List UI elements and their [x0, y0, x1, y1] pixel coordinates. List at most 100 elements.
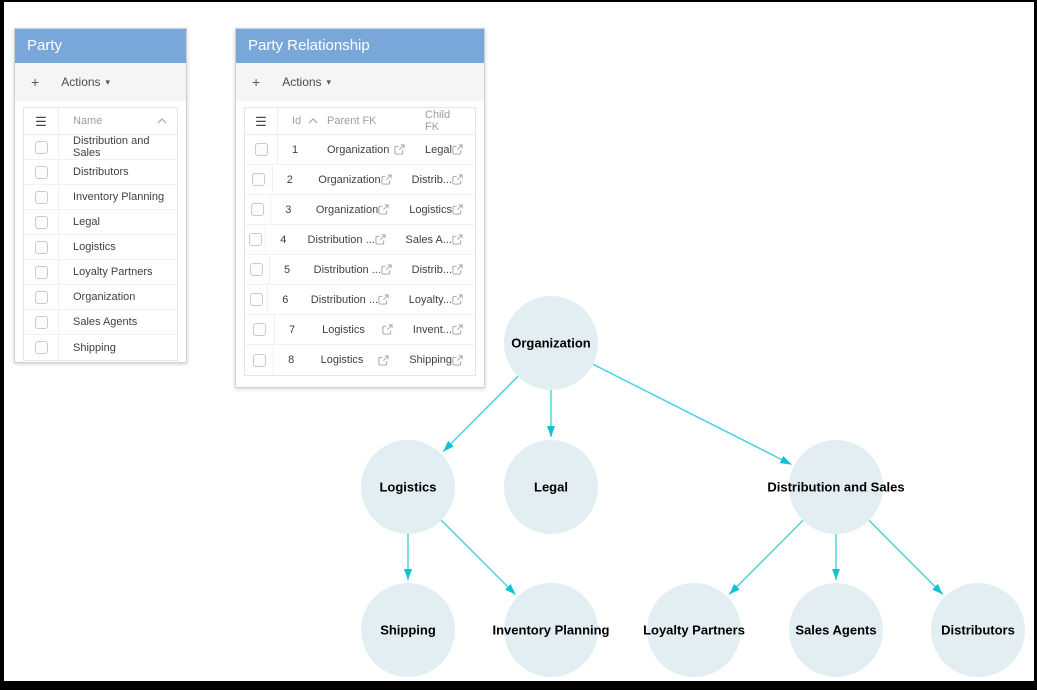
edge-logistics-to-inventory_planning [440, 519, 517, 596]
parent-fk-value: Organization [318, 173, 381, 186]
table-row[interactable]: 6 Distribution ... Loyalty... [245, 285, 475, 315]
party-panel-title: Party [15, 29, 186, 63]
id-cell: 5 [268, 255, 300, 284]
id-cell: 4 [265, 225, 293, 254]
table-row[interactable]: Sales Agents [24, 310, 177, 335]
parent-fk-value: Distribution ... [307, 233, 375, 246]
node-sales_agents[interactable] [789, 583, 883, 677]
party-name-cell: Distributors [58, 160, 177, 184]
name-column-header[interactable]: Name [58, 108, 177, 134]
row-checkbox[interactable] [34, 265, 48, 279]
row-checkbox[interactable] [250, 263, 264, 276]
node-distributors[interactable] [931, 583, 1025, 677]
row-checkbox[interactable] [252, 353, 266, 367]
row-checkbox[interactable] [254, 143, 268, 156]
add-record-button[interactable]: + [252, 74, 261, 90]
party-name-cell: Logistics [58, 235, 177, 259]
actions-dropdown-button[interactable]: Actions ▾ [282, 76, 331, 88]
party-name-cell: Legal [58, 210, 177, 234]
relationship-toolbar: + Actions ▾ [236, 63, 484, 101]
child-fk-column-header[interactable]: Child FK [417, 108, 475, 134]
row-checkbox[interactable] [34, 341, 48, 354]
party-relationship-panel-title: Party Relationship [236, 29, 484, 63]
node-shipping[interactable] [361, 583, 455, 677]
table-row[interactable]: 7 Logistics Invent... [245, 315, 475, 345]
actions-label: Actions [61, 75, 101, 89]
row-checkbox[interactable] [34, 240, 48, 254]
row-checkbox[interactable] [34, 315, 48, 329]
party-relationship-panel: Party Relationship + Actions ▾ ☰ Id Pare… [235, 28, 485, 388]
table-row[interactable]: 2 Organization Distrib... [245, 165, 475, 195]
node-loyalty_partners[interactable] [647, 583, 741, 677]
node-label-sales_agents: Sales Agents [795, 623, 876, 638]
parent-fk-value: Distribution ... [313, 263, 381, 276]
node-organization[interactable] [504, 296, 598, 390]
parent-fk-value: Distribution ... [310, 293, 378, 306]
id-cell: 2 [271, 165, 305, 194]
child-fk-value: Distrib... [411, 173, 452, 186]
child-fk-value: Legal [425, 143, 452, 156]
node-label-distributors: Distributors [941, 623, 1015, 638]
party-toolbar: + Actions ▾ [15, 63, 186, 101]
dropdown-arrow-icon: ▾ [105, 76, 111, 87]
id-cell: 6 [267, 285, 297, 314]
row-checkbox[interactable] [34, 140, 48, 154]
node-label-distribution_and_sales: Distribution and Sales [767, 480, 904, 495]
party-name-cell: Organization [58, 285, 177, 309]
table-row[interactable]: 3 Organization Logistics [245, 195, 475, 225]
table-row[interactable]: 5 Distribution ... Distrib... [245, 255, 475, 285]
row-checkbox[interactable] [253, 323, 267, 336]
parent-fk-column-header[interactable]: Parent FK [313, 108, 417, 134]
table-row[interactable]: Shipping [24, 335, 177, 360]
child-fk-value: Shipping [409, 354, 453, 366]
node-inventory_planning[interactable] [504, 583, 598, 677]
row-checkbox[interactable] [251, 203, 265, 216]
edge-distribution_and_sales-to-distributors [868, 519, 944, 596]
parent-fk-value: Organization [327, 143, 390, 156]
node-legal[interactable] [504, 440, 598, 534]
table-row[interactable]: Loyalty Partners [24, 260, 177, 285]
add-record-button[interactable]: + [31, 74, 40, 90]
child-fk-value: Distrib... [411, 263, 452, 276]
party-table: ☰ Name Distribution and Sales Distributo… [23, 107, 178, 361]
table-row[interactable]: Logistics [24, 235, 177, 260]
node-distribution_and_sales[interactable] [789, 440, 883, 534]
id-column-header[interactable]: Id [277, 108, 313, 134]
column-menu-icon[interactable]: ☰ [35, 113, 47, 129]
row-checkbox[interactable] [34, 215, 48, 229]
id-cell: 8 [273, 345, 306, 375]
row-checkbox[interactable] [34, 290, 48, 304]
node-label-loyalty_partners: Loyalty Partners [643, 623, 745, 638]
id-cell: 3 [270, 195, 302, 224]
row-checkbox[interactable] [249, 293, 263, 306]
row-checkbox[interactable] [248, 233, 262, 246]
row-checkbox[interactable] [251, 173, 265, 186]
table-row[interactable]: Distribution and Sales [24, 135, 177, 160]
table-row[interactable]: Organization [24, 285, 177, 310]
table-row[interactable]: 1 Organization Legal [245, 135, 475, 165]
node-logistics[interactable] [361, 440, 455, 534]
table-row[interactable]: Legal [24, 210, 177, 235]
table-row[interactable]: Distributors [24, 160, 177, 185]
node-label-shipping: Shipping [380, 623, 436, 638]
node-label-organization: Organization [511, 336, 591, 351]
actions-label: Actions [282, 75, 322, 89]
child-fk-value: Invent... [412, 323, 452, 336]
actions-dropdown-button[interactable]: Actions ▾ [61, 76, 110, 88]
name-column-label: Name [73, 115, 103, 127]
row-checkbox[interactable] [34, 165, 48, 179]
parent-fk-column-label: Parent FK [327, 115, 377, 127]
column-menu-icon[interactable]: ☰ [255, 113, 267, 129]
row-checkbox[interactable] [34, 190, 48, 204]
party-panel: Party + Actions ▾ ☰ Name Distribution an… [14, 28, 187, 363]
node-label-legal: Legal [534, 480, 568, 495]
parent-fk-value: Logistics [320, 354, 364, 366]
party-name-cell: Loyalty Partners [58, 260, 177, 284]
table-row[interactable]: Inventory Planning [24, 185, 177, 210]
child-fk-column-label: Child FK [425, 109, 451, 133]
edge-organization-to-logistics [442, 375, 519, 453]
table-row[interactable]: 4 Distribution ... Sales A... [245, 225, 475, 255]
table-row[interactable]: 8 Logistics Shipping [245, 345, 475, 375]
edge-distribution_and_sales-to-loyalty_partners [728, 519, 804, 596]
